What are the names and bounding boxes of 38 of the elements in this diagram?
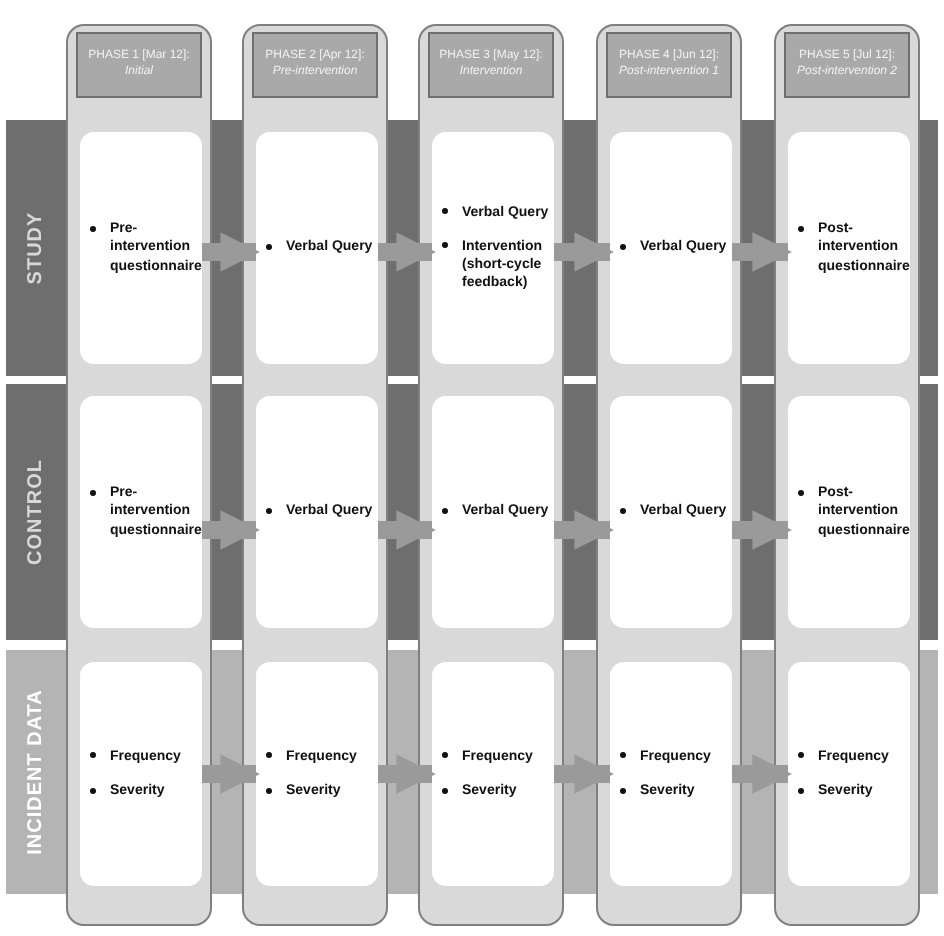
- arrow: [202, 232, 260, 272]
- arrow: [202, 510, 260, 550]
- row-band: [6, 120, 66, 376]
- cell-card: [788, 662, 910, 886]
- arrow: [378, 232, 436, 272]
- cell-card: [610, 132, 732, 364]
- cell-card: [256, 662, 378, 886]
- cell-card: [256, 396, 378, 628]
- arrow: [732, 754, 792, 794]
- cell-card: [80, 132, 202, 364]
- arrow: [554, 232, 614, 272]
- cell-card: [788, 132, 910, 364]
- cell-card: [610, 662, 732, 886]
- row-band: [6, 384, 66, 640]
- phase-column: [596, 24, 742, 926]
- arrow: [378, 510, 436, 550]
- row-label: CONTROL: [25, 459, 47, 565]
- phase-column: [418, 24, 564, 926]
- cell-card: [788, 396, 910, 628]
- arrow: [202, 754, 260, 794]
- arrow: [732, 510, 792, 550]
- arrow: [554, 510, 614, 550]
- phase-column: [242, 24, 388, 926]
- phase-column: [66, 24, 212, 926]
- row-label: INCIDENT DATA: [25, 689, 47, 855]
- cell-card: [432, 396, 554, 628]
- cell-card: [432, 132, 554, 364]
- arrow: [378, 754, 436, 794]
- row-band: [6, 650, 66, 894]
- cell-card: [610, 396, 732, 628]
- cell-card: [80, 396, 202, 628]
- phase-column: [774, 24, 920, 926]
- row-label: STUDY: [25, 211, 47, 285]
- arrow: [554, 754, 614, 794]
- arrow: [732, 232, 792, 272]
- cell-card: [80, 662, 202, 886]
- cell-card: [256, 132, 378, 364]
- cell-card: [432, 662, 554, 886]
